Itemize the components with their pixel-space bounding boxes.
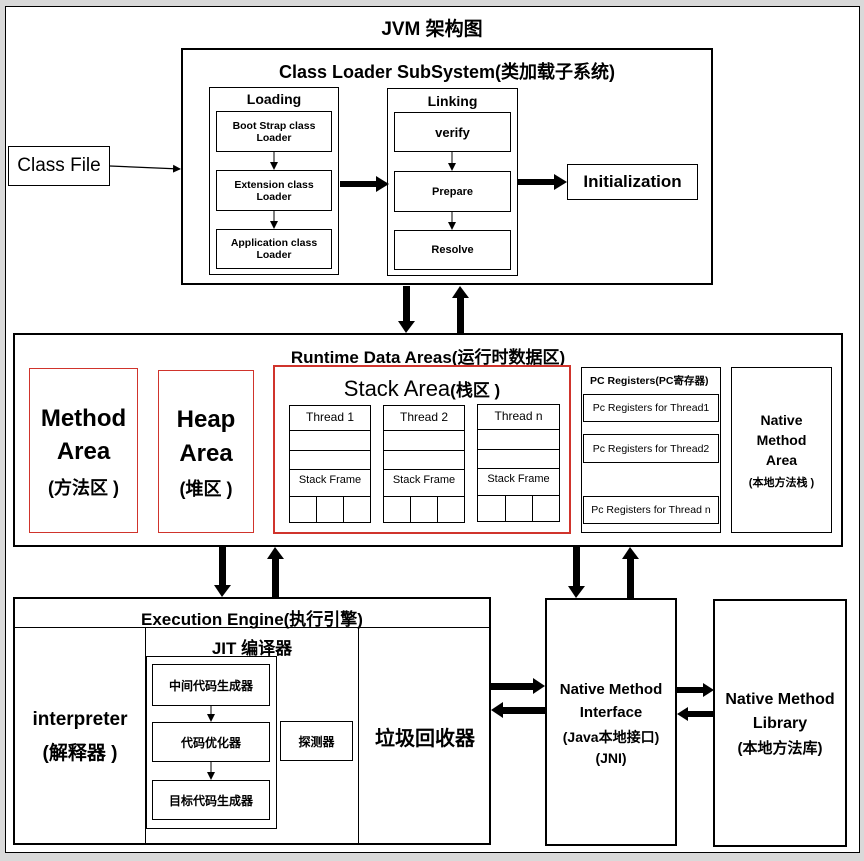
jni-to-execution-arrow: [503, 707, 545, 714]
jni-line2: Interface: [579, 704, 643, 721]
stack-area-title-en: Stack Area: [343, 376, 451, 401]
prepare-label: Prepare: [432, 185, 473, 198]
extension-loader-label: Extension class Loader: [234, 178, 314, 203]
method-area: Method Area (方法区 ): [29, 368, 138, 533]
runtime-to-jni-arrow: [573, 547, 580, 586]
extension-loader: Extension class Loader: [216, 170, 332, 211]
thread-label: Thread n: [494, 409, 543, 423]
runtime-to-execution-arrow: [219, 547, 226, 585]
execution-title: Execution Engine(执行引擎): [141, 610, 363, 629]
execution-to-jni-arrow: [491, 683, 533, 690]
page-title: JVM 架构图: [381, 19, 483, 40]
native-area-line4: (本地方法栈 ): [748, 477, 815, 489]
native-area-line3: Area: [765, 452, 798, 468]
native-area-line2: Method: [756, 432, 807, 448]
bootstrap-loader-label: Boot Strap class Loader: [232, 119, 316, 144]
native-area-line1: Native: [760, 412, 803, 428]
application-loader: Application class Loader: [216, 229, 332, 269]
initialization-box: Initialization: [567, 164, 698, 200]
pc-register-label: Pc Registers for Thread2: [592, 442, 710, 455]
jit-item-label: 目标代码生成器: [168, 793, 253, 808]
heap-area-line1: Heap: [176, 406, 236, 433]
heap-area: Heap Area (堆区 ): [158, 370, 254, 533]
linking-title: Linking: [427, 93, 478, 109]
heap-area-line2: Area: [179, 440, 233, 467]
native-lib-line3: (本地方法库): [737, 740, 823, 757]
native-lib-line2: Library: [752, 715, 808, 732]
loader-to-runtime-arrow: [403, 286, 410, 321]
pc-register-item: Pc Registers for Thread2: [583, 434, 719, 463]
jit-item-label: 中间代码生成器: [168, 678, 253, 693]
native-method-library: Native Method Library (本地方法库): [713, 599, 847, 847]
thread-label: Thread 1: [305, 410, 355, 424]
class-file-label: Class File: [17, 155, 101, 176]
interpreter-line2: (解释器 ): [42, 743, 118, 764]
profiler-label: 探测器: [298, 734, 335, 749]
jni-to-library-arrow: [677, 687, 703, 693]
runtime-to-loader-arrow: [457, 298, 464, 333]
pc-registers-title: PC Registers(PC寄存器): [590, 375, 709, 387]
stack-area-title-cn: (栈区 ): [450, 381, 501, 400]
application-loader-label: Application class Loader: [230, 237, 318, 261]
loading-title: Loading: [246, 91, 302, 107]
jit-optimizer: 代码优化器: [152, 722, 270, 762]
loading-to-linking-arrow: [340, 181, 376, 187]
stack-frame-label: Stack Frame: [392, 474, 456, 486]
verify-box: verify: [394, 112, 511, 152]
native-method-interface: Native Method Interface (Java本地接口) (JNI): [545, 598, 677, 846]
jni-line3: (Java本地接口): [562, 729, 660, 745]
jni-line1: Native Method: [559, 681, 663, 698]
linking-to-init-arrow: [518, 179, 554, 185]
resolve-label: Resolve: [431, 244, 474, 256]
gc-label: 垃圾回收器: [375, 728, 475, 750]
method-area-line1: Method: [40, 405, 127, 432]
class-file-box: Class File: [8, 146, 110, 186]
stack-area-title: Stack Area(栈区 ): [275, 376, 569, 402]
interpreter-line1: interpreter: [32, 709, 128, 730]
pc-register-label: Pc Registers for Thread n: [591, 504, 711, 516]
execution-divider: [15, 627, 489, 628]
heap-area-line3: (堆区 ): [179, 479, 233, 499]
library-to-jni-arrow: [688, 711, 713, 717]
jit-intermediate-codegen: 中间代码生成器: [152, 664, 270, 706]
class-file-arrow: [109, 164, 181, 173]
thread-column: Thread 2 Stack Frame: [383, 405, 465, 523]
prepare-box: Prepare: [394, 171, 511, 212]
runtime-title: Runtime Data Areas(运行时数据区): [290, 348, 566, 367]
method-area-line3: (方法区 ): [48, 478, 119, 498]
gc-divider: [358, 628, 359, 843]
thread-column: Thread n Stack Frame: [477, 404, 560, 522]
jit-target-codegen: 目标代码生成器: [152, 780, 270, 820]
verify-label: verify: [435, 124, 470, 140]
pc-register-label: Pc Registers for Thread1: [592, 402, 710, 414]
initialization-label: Initialization: [583, 172, 682, 191]
method-area-line2: Area: [56, 438, 111, 465]
pc-register-item: Pc Registers for Thread1: [583, 394, 719, 422]
stack-frame-label: Stack Frame: [487, 473, 550, 485]
resolve-box: Resolve: [394, 230, 511, 270]
native-lib-line1: Native Method: [725, 691, 835, 708]
native-method-area: Native Method Area (本地方法栈 ): [731, 367, 832, 533]
class-loader-title: Class Loader SubSystem(类加载子系统): [278, 62, 616, 82]
jit-item-label: 代码优化器: [180, 735, 241, 750]
bootstrap-loader: Boot Strap class Loader: [216, 111, 332, 152]
jni-line4: (JNI): [595, 750, 627, 766]
execution-to-runtime-arrow: [272, 559, 279, 597]
stack-frame-label: Stack Frame: [298, 474, 362, 486]
profiler-box: 探测器: [280, 721, 353, 761]
thread-column: Thread 1 Stack Frame: [289, 405, 371, 523]
pc-register-item: Pc Registers for Thread n: [583, 496, 719, 524]
jit-title: JIT 编译器: [211, 639, 293, 658]
interpreter-divider: [145, 628, 146, 843]
jni-to-runtime-arrow: [627, 559, 634, 598]
thread-label: Thread 2: [399, 410, 449, 424]
